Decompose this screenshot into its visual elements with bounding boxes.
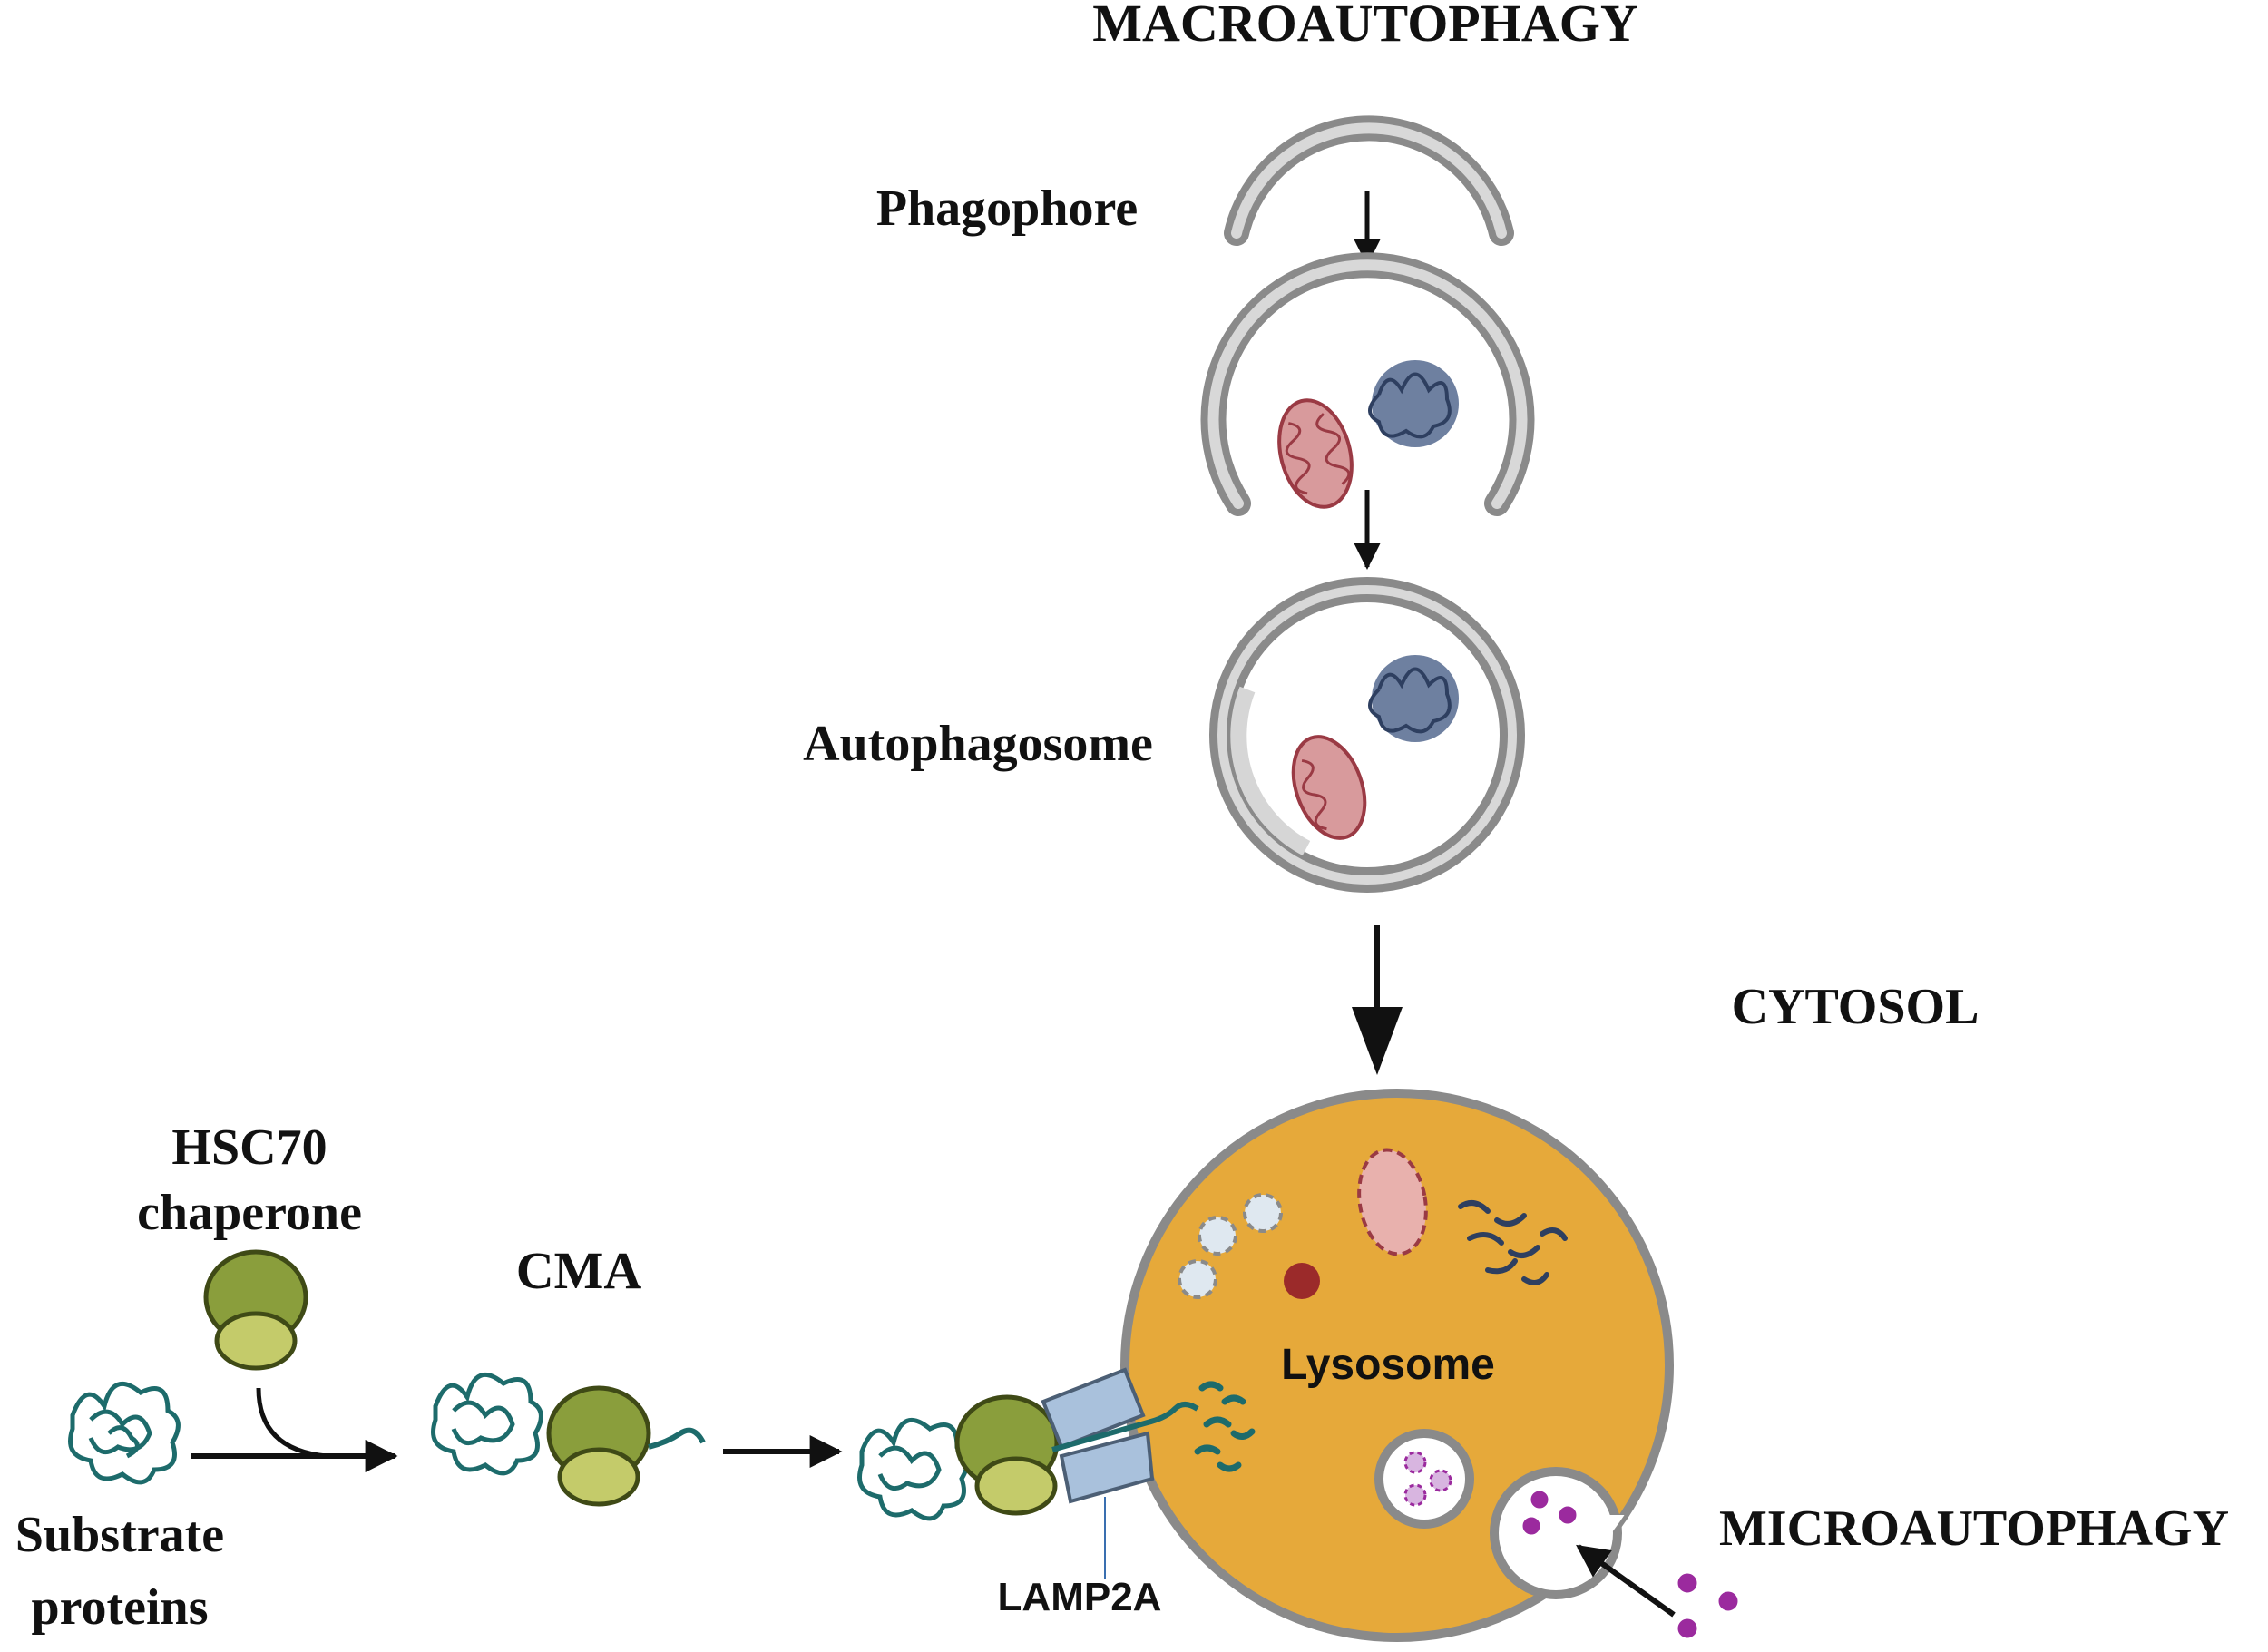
hsc70-label-line1: HSC70: [171, 1119, 327, 1176]
lysosome-label: Lysosome: [1281, 1341, 1495, 1389]
hsc70-chaperone-icon: [203, 1249, 308, 1371]
micro-cargo-inside: [1520, 1488, 1579, 1538]
macroautophagy-title: MACROAUTOPHAGY: [1092, 0, 1637, 53]
mitochondrion-icon: [1291, 735, 1367, 840]
mitochondrion-icon: [1277, 398, 1354, 509]
cma-label: CMA: [516, 1241, 642, 1300]
protein-aggregate-icon: [1368, 360, 1459, 447]
dense-body: [1284, 1263, 1320, 1299]
fusion-arrowhead: [1352, 1007, 1403, 1075]
expanding-phagophore: [1200, 252, 1535, 516]
substrate-protein-icon: [68, 1382, 181, 1485]
degraded-substrate-fragments: [1194, 1381, 1256, 1472]
chaperone-docked: [954, 1394, 1060, 1516]
micro-cargo-outside: [1675, 1570, 1741, 1641]
degraded-aggregate-icon: [1458, 1200, 1568, 1285]
substrate-label-line1: Substrate: [15, 1507, 224, 1563]
autophagosome-membrane: [1209, 577, 1525, 893]
lamp2a-label: LAMP2A: [998, 1575, 1162, 1619]
internal-vesicle: [1374, 1429, 1474, 1529]
substrate-protein-icon: [431, 1373, 543, 1476]
hsc70-label-line2: chaperone: [137, 1185, 362, 1241]
microautophagy-arrow: [1576, 1544, 1676, 1618]
substrate-label-line2: proteins: [32, 1579, 209, 1636]
substrate-protein-icon: [857, 1418, 970, 1521]
chaperone-substrate-complex: [546, 1385, 706, 1507]
degraded-vesicles: [1178, 1193, 1283, 1299]
phagophore-label: Phagophore: [876, 181, 1138, 237]
cytosol-label: CYTOSOL: [1732, 979, 1980, 1035]
phagophore-membrane: [1224, 115, 1514, 246]
autophagosome-label: Autophagosome: [803, 716, 1153, 772]
microautophagy-label: MICROAUTOPHAGY: [1719, 1500, 2229, 1557]
translocating-chain: [1051, 1402, 1199, 1452]
protein-aggregate-icon: [1368, 655, 1459, 742]
lamp2a-receptor: [1041, 1367, 1155, 1504]
chaperone-binding-arrow: [256, 1387, 327, 1459]
